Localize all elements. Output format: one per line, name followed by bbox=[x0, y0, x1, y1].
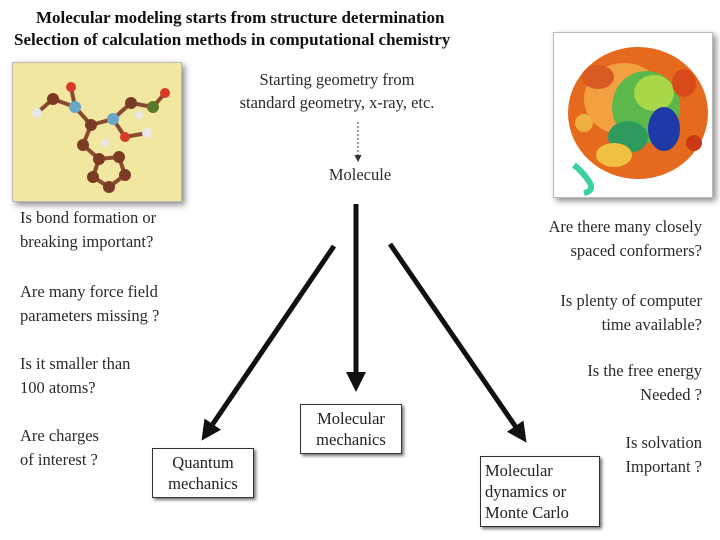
molecular-dynamics-line-1: Molecular bbox=[485, 461, 553, 480]
right-question-4-line-1: Is solvation bbox=[625, 433, 702, 452]
molecule-label: Molecule bbox=[328, 165, 392, 184]
starting-geometry-line-1: Starting geometry from bbox=[259, 70, 415, 89]
right-question-4-line-2: Important ? bbox=[625, 457, 702, 476]
right-question-1-line-2: spaced conformers? bbox=[570, 241, 702, 260]
small-molecule-image bbox=[12, 62, 182, 202]
quantum-mechanics-box: Quantum mechanics bbox=[152, 448, 254, 498]
right-question-2-line-1: Is plenty of computer bbox=[560, 291, 702, 310]
arrow-to-molecular-dynamics bbox=[387, 242, 527, 443]
quantum-mechanics-line-2: mechanics bbox=[168, 474, 238, 493]
molecular-mechanics-box: Molecular mechanics bbox=[300, 404, 402, 454]
right-question-2-line-2: time available? bbox=[601, 315, 702, 334]
left-question-3-line-1: Is it smaller than bbox=[20, 354, 131, 373]
starting-geometry-line-2: standard geometry, x-ray, etc. bbox=[239, 93, 435, 112]
left-question-2-line-2: parameters missing ? bbox=[20, 306, 160, 325]
molecular-dynamics-line-3: Monte Carlo bbox=[485, 503, 569, 522]
left-question-1-line-2: breaking important? bbox=[20, 232, 154, 251]
quantum-mechanics-line-1: Quantum bbox=[172, 453, 234, 472]
molecular-mechanics-line-1: Molecular bbox=[317, 409, 385, 428]
molecular-dynamics-box: Molecular dynamics or Monte Carlo bbox=[480, 456, 600, 527]
left-question-3-line-2: 100 atoms? bbox=[20, 378, 96, 397]
left-question-4-line-2: of interest ? bbox=[20, 450, 98, 469]
arrow-to-quantum-mechanics bbox=[201, 244, 337, 441]
molecular-dynamics-line-2: dynamics or bbox=[485, 482, 567, 501]
right-question-3-line-1: Is the free energy bbox=[587, 361, 702, 380]
left-question-2-line-1: Are many force field bbox=[20, 282, 158, 301]
protein-image bbox=[553, 32, 713, 198]
left-question-1-line-1: Is bond formation or bbox=[20, 208, 157, 227]
title-line-1: Molecular modeling starts from structure… bbox=[36, 8, 445, 27]
molecular-mechanics-line-2: mechanics bbox=[316, 430, 386, 449]
left-question-4-line-1: Are charges bbox=[20, 426, 99, 445]
right-question-1-line-1: Are there many closely bbox=[548, 217, 702, 236]
right-question-3-line-2: Needed ? bbox=[640, 385, 702, 404]
title-line-2: Selection of calculation methods in comp… bbox=[14, 30, 451, 49]
